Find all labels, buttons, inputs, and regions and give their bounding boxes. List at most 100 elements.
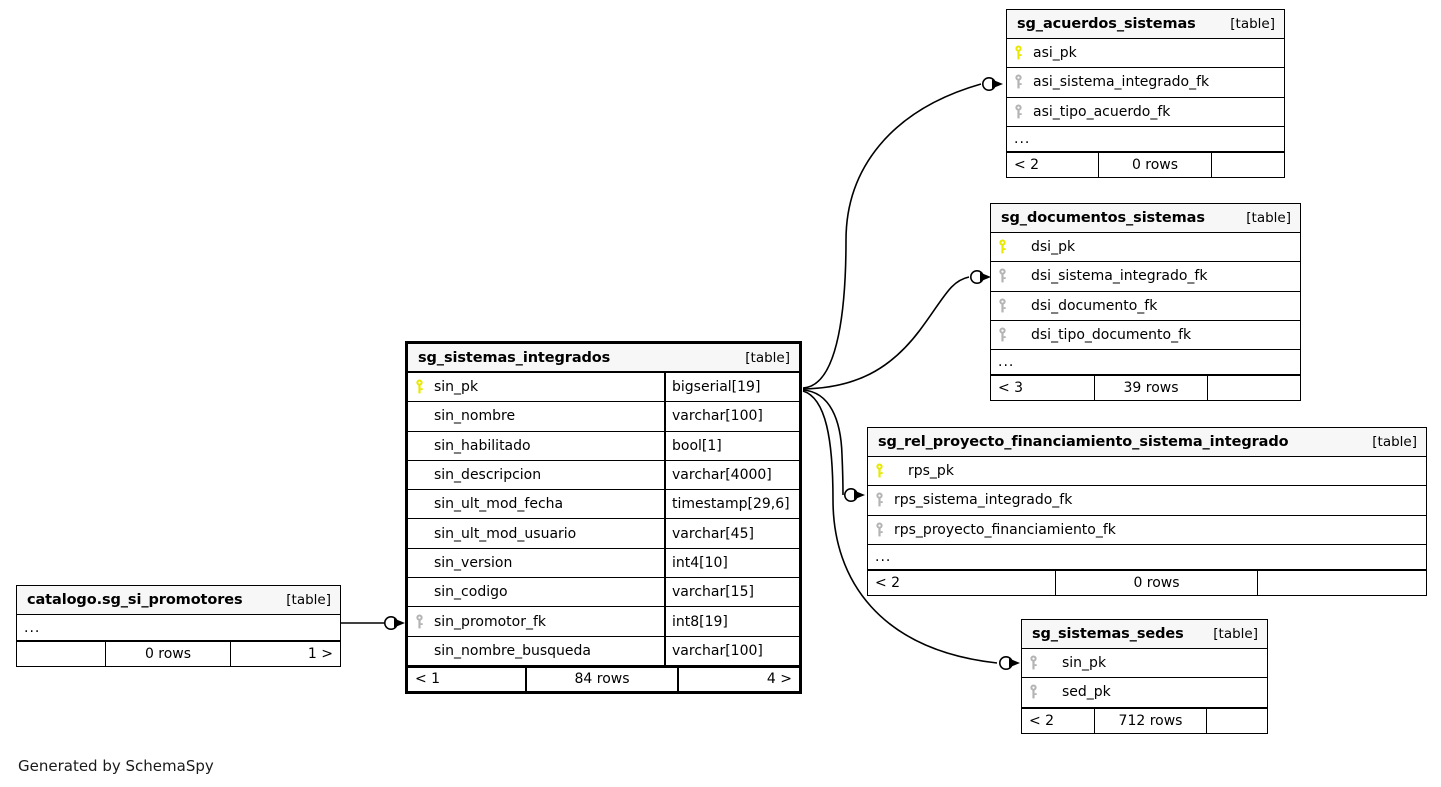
more-columns-indicator: ... [17,615,340,641]
key-slot-empty [408,490,430,518]
table-row[interactable]: sin_codigo varchar[15] [408,578,799,608]
footer-parents-count: < 2 [1022,708,1095,733]
foreign-key-icon [1022,649,1044,677]
table-row[interactable]: sin_ult_mod_usuario varchar[45] [408,519,799,549]
table-name: catalogo.sg_si_promotores [27,592,243,608]
table-name: sg_sistemas_integrados [418,349,611,366]
table-row[interactable]: dsi_sistema_integrado_fk [991,262,1300,292]
foreign-key-icon [868,486,890,514]
table-row[interactable]: asi_pk [1007,39,1284,69]
footer-children-count [1212,153,1284,177]
table-kind-label: [table] [1230,16,1275,32]
footer-row-count: 0 rows [1056,570,1258,595]
table-sg-sistemas-sedes[interactable]: sg_sistemas_sedes [table] sin_pk sed_pk … [1021,619,1268,734]
table-row[interactable]: sin_pk [1022,649,1267,679]
table-sg-rel-proyecto-financiamiento-sistema-integrado[interactable]: sg_rel_proyecto_financiamiento_sistema_i… [867,427,1427,596]
edge-circle-acuerdos [981,77,996,92]
table-footer: < 3 39 rows [991,375,1300,401]
table-row[interactable]: sin_nombre varchar[100] [408,402,799,432]
table-row[interactable]: sin_version int4[10] [408,548,799,579]
table-catalogo-sg-si-promotores[interactable]: catalogo.sg_si_promotores [table] ... 0 … [16,585,341,667]
table-row[interactable]: dsi_pk [991,233,1300,263]
column-type: bigserial[19] [664,373,799,402]
edge-to-rel-proyecto [802,389,844,496]
table-footer: < 1 84 rows 4 > [408,665,799,691]
table-title-bar: sg_sistemas_integrados [table] [408,344,799,373]
table-row[interactable]: sin_ult_mod_fecha timestamp[29,6] [408,490,799,520]
table-row[interactable]: rps_sistema_integrado_fk [868,486,1426,516]
primary-key-icon [408,373,430,401]
footer-children-count: 4 > [766,671,792,688]
key-slot-empty [408,578,430,606]
foreign-key-icon [1007,68,1029,96]
column-type: varchar[100] [664,636,799,665]
table-row[interactable]: dsi_documento_fk [991,292,1300,321]
foreign-key-icon [1022,678,1044,706]
column-type: int4[10] [664,548,799,578]
foreign-key-icon [408,607,430,635]
table-sg-documentos-sistemas[interactable]: sg_documentos_sistemas [table] dsi_pk ds… [990,203,1301,402]
table-row[interactable]: sin_habilitado bool[1] [408,431,799,461]
footer-children-count [1208,376,1300,400]
key-slot-empty [408,637,430,665]
key-slot-empty [408,519,430,547]
column-name: sin_descripcion [434,467,542,484]
table-row[interactable]: sin_descripcion varchar[4000] [408,460,799,491]
table-row[interactable]: sin_pk bigserial[19] [408,373,799,403]
table-row[interactable]: dsi_tipo_documento_fk [991,321,1300,351]
column-type: timestamp[29,6] [664,490,799,519]
table-row[interactable]: rps_pk [868,457,1426,487]
footer-children-count [1207,709,1267,733]
table-row[interactable]: asi_tipo_acuerdo_fk [1007,98,1284,127]
table-kind-label: [table] [286,592,331,608]
table-name: sg_rel_proyecto_financiamiento_sistema_i… [878,434,1289,450]
table-row[interactable]: sed_pk [1022,678,1267,708]
table-row[interactable]: sin_nombre_busqueda varchar[100] [408,636,799,666]
column-type: bool[1] [664,431,799,460]
column-type: varchar[15] [664,578,799,607]
column-name: asi_sistema_integrado_fk [1033,74,1210,91]
table-sg-acuerdos-sistemas[interactable]: sg_acuerdos_sistemas [table] asi_pk asi_… [1006,9,1285,178]
key-slot-empty [408,461,430,489]
table-footer: < 2 0 rows [1007,151,1284,177]
table-row[interactable]: asi_sistema_integrado_fk [1007,68,1284,98]
foreign-key-icon [1007,98,1029,126]
table-row[interactable]: rps_proyecto_financiamiento_fk [868,516,1426,545]
column-name: dsi_pk [1031,239,1076,256]
column-name: sin_nombre [434,408,516,425]
footer-parents-count: < 1 [408,667,527,691]
more-columns-indicator: ... [1007,127,1284,152]
table-name: sg_documentos_sistemas [1001,210,1205,226]
footer-children-count: 1 > [307,646,333,662]
key-slot-empty [408,402,430,430]
primary-key-icon [991,233,1013,261]
column-name: sin_codigo [434,584,508,601]
key-slot-empty [408,432,430,460]
table-row[interactable]: sin_promotor_fk int8[19] [408,607,799,637]
footer-row-count: 0 rows [106,642,231,666]
footer-parents-count [17,642,106,666]
column-type: varchar[4000] [664,460,799,490]
column-name: sin_version [434,554,513,571]
column-name: rps_proyecto_financiamiento_fk [894,521,1116,538]
table-kind-label: [table] [1246,210,1291,226]
column-name: sin_ult_mod_usuario [434,525,577,542]
table-title-bar: sg_acuerdos_sistemas [table] [1007,10,1284,39]
table-name: sg_sistemas_sedes [1032,626,1184,642]
table-title-bar: catalogo.sg_si_promotores [table] [17,586,340,615]
table-kind-label: [table] [745,349,790,366]
edge-to-documentos-sistemas [802,276,970,390]
column-name: asi_pk [1033,45,1077,62]
column-name: dsi_tipo_documento_fk [1031,327,1192,344]
footer-parents-count: < 3 [991,376,1095,401]
column-name: dsi_sistema_integrado_fk [1031,268,1208,285]
column-name: sed_pk [1062,684,1111,701]
column-type: varchar[45] [664,519,799,548]
primary-key-icon [1007,39,1029,67]
footer-row-count: 0 rows [1099,152,1212,177]
edge-circle-promotores [383,615,398,630]
foreign-key-icon [991,292,1013,320]
column-name: asi_tipo_acuerdo_fk [1033,103,1171,120]
table-sg-sistemas-integrados[interactable]: sg_sistemas_integrados [table] sin_pk bi… [405,341,802,694]
